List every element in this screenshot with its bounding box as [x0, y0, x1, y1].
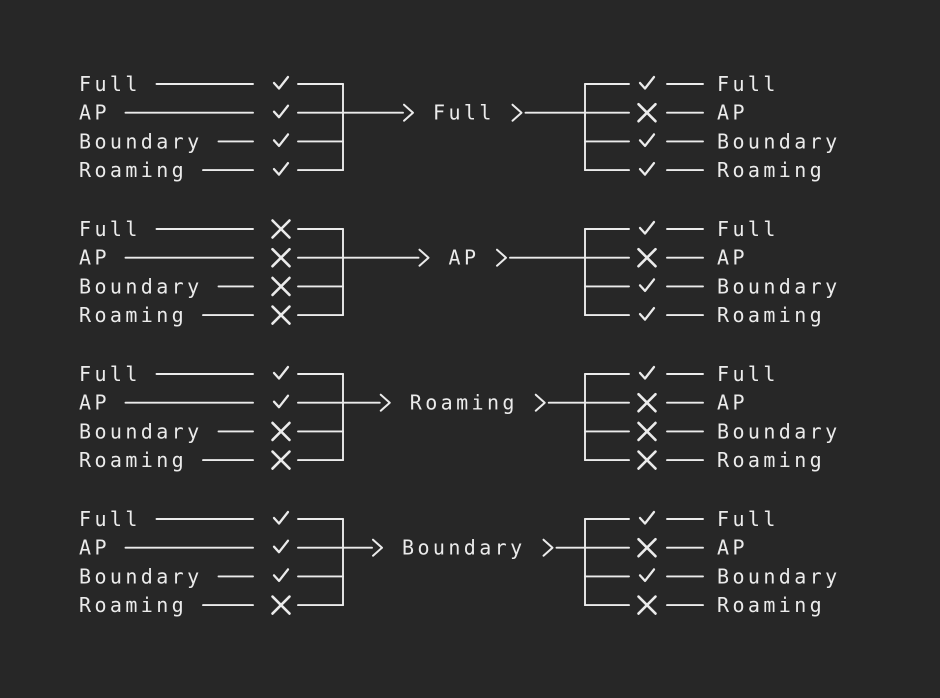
left-mode-label: Boundary [79, 274, 203, 298]
output-cross-icon [637, 247, 657, 268]
input-check-icon [272, 539, 290, 554]
cross-stroke [637, 595, 657, 615]
cross-stroke [271, 595, 291, 615]
input-cross-icon [271, 450, 291, 470]
cross-stroke [637, 247, 657, 268]
arrow-chevron-icon [372, 538, 383, 557]
right-mode-label: Full [717, 362, 779, 386]
cross-stroke [637, 102, 657, 123]
output-check-icon [638, 161, 656, 176]
left-mode-label: Boundary [79, 419, 203, 443]
input-cross-icon [271, 276, 291, 297]
input-check-icon [272, 510, 290, 525]
right-mode-label: AP [717, 536, 748, 560]
input-cross-icon [271, 595, 291, 615]
cross-stroke [637, 421, 657, 442]
cross-stroke [271, 276, 291, 297]
left-mode-label: AP [79, 536, 110, 560]
right-mode-label: Boundary [717, 274, 841, 298]
transition-group-full: FullAPBoundaryRoamingFullFullAPBoundaryR… [79, 72, 841, 182]
cross-stroke [637, 392, 657, 413]
left-mode-label: AP [79, 246, 110, 270]
target-mode-label: Boundary [402, 536, 526, 560]
left-mode-label: Full [79, 72, 141, 96]
output-cross-icon [637, 537, 657, 558]
arrow-chevron-icon [542, 538, 554, 557]
right-mode-label: AP [717, 246, 748, 270]
cross-stroke [271, 305, 291, 325]
right-mode-label: Boundary [717, 564, 841, 588]
target-mode-label: Full [433, 101, 495, 125]
arrow-chevron-icon [511, 103, 523, 122]
right-mode-label: Boundary [717, 419, 841, 443]
output-cross-icon [637, 450, 657, 470]
right-mode-label: Full [717, 507, 779, 531]
left-mode-label: AP [79, 101, 110, 125]
cross-stroke [271, 247, 291, 268]
right-mode-label: Roaming [717, 593, 825, 617]
input-check-icon [272, 365, 290, 380]
right-mode-label: AP [717, 391, 748, 415]
output-check-icon [638, 306, 656, 321]
arrow-chevron-icon [418, 248, 430, 267]
output-check-icon [638, 75, 656, 90]
arrow-chevron-icon [403, 103, 414, 122]
left-mode-label: Roaming [79, 158, 187, 182]
output-cross-icon [637, 392, 657, 413]
right-mode-label: Roaming [717, 448, 825, 472]
input-check-icon [272, 568, 290, 583]
output-check-icon [638, 133, 656, 148]
left-mode-label: Boundary [79, 129, 203, 153]
right-mode-label: Roaming [717, 158, 825, 182]
input-check-icon [272, 75, 290, 90]
input-check-icon [272, 394, 290, 409]
left-mode-label: Full [79, 507, 141, 531]
arrow-chevron-icon [534, 393, 546, 412]
target-mode-label: AP [449, 246, 480, 270]
left-mode-label: Full [79, 217, 141, 241]
right-mode-label: AP [717, 101, 748, 125]
transition-group-roaming: FullAPBoundaryRoamingRoamingFullAPBounda… [79, 362, 841, 472]
output-check-icon [638, 510, 656, 525]
input-cross-icon [271, 421, 291, 442]
left-mode-label: Roaming [79, 303, 187, 327]
right-mode-label: Boundary [717, 129, 841, 153]
output-cross-icon [637, 421, 657, 442]
cross-stroke [271, 219, 291, 239]
output-check-icon [638, 220, 656, 235]
arrow-chevron-icon [496, 248, 507, 267]
arrow-chevron-icon [379, 393, 391, 412]
input-check-icon [272, 161, 290, 176]
output-check-icon [638, 568, 656, 583]
cross-stroke [271, 421, 291, 442]
input-cross-icon [271, 219, 291, 239]
cross-stroke [271, 450, 291, 470]
input-cross-icon [271, 305, 291, 325]
input-check-icon [272, 133, 290, 148]
left-mode-label: AP [79, 391, 110, 415]
right-mode-label: Full [717, 217, 779, 241]
target-mode-label: Roaming [410, 391, 518, 415]
output-check-icon [638, 365, 656, 380]
left-mode-label: Roaming [79, 593, 187, 617]
left-mode-label: Roaming [79, 448, 187, 472]
output-cross-icon [637, 595, 657, 615]
output-check-icon [638, 278, 656, 293]
cross-stroke [637, 450, 657, 470]
right-mode-label: Full [717, 72, 779, 96]
right-mode-label: Roaming [717, 303, 825, 327]
cross-stroke [637, 537, 657, 558]
input-check-icon [272, 104, 290, 119]
input-cross-icon [271, 247, 291, 268]
output-cross-icon [637, 102, 657, 123]
left-mode-label: Boundary [79, 564, 203, 588]
left-mode-label: Full [79, 362, 141, 386]
